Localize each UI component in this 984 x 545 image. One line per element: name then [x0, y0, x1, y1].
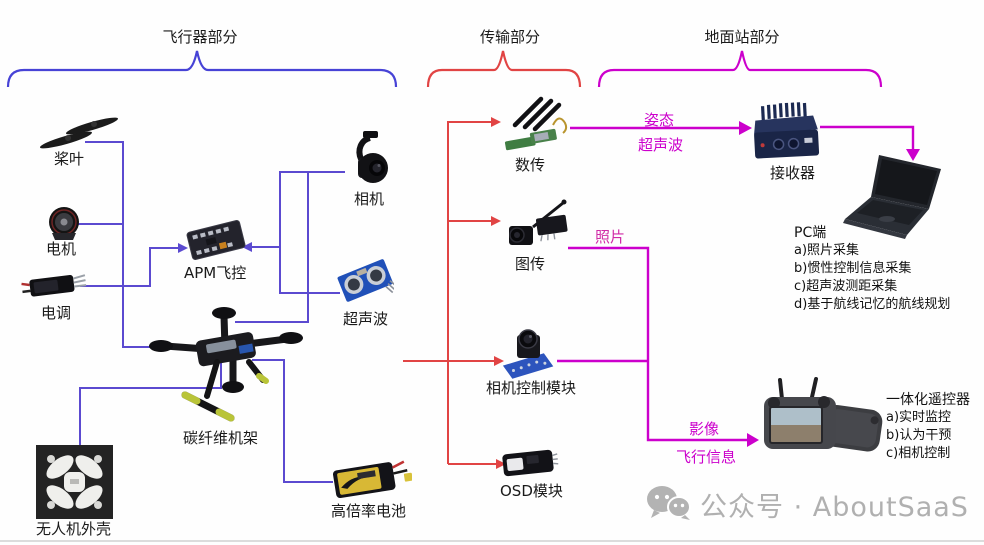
video-transmitter-image [501, 199, 573, 258]
label-telemetry: 数传 [515, 156, 546, 174]
label-camera: 相机 [354, 190, 385, 208]
pc-text-block: PC端 a)照片采集 b)惯性控制信息采集 c)超声波测距采集 d)基于航线记忆… [794, 224, 950, 314]
watermark: 公众号 · AboutSaaS [646, 484, 969, 524]
battery-image [330, 453, 413, 507]
laptop-image [843, 153, 950, 249]
brace-ground-section [597, 50, 883, 88]
telemetry-radio-image [501, 95, 571, 157]
section-title-transmission: 传输部分 [479, 28, 540, 46]
label-motor: 电机 [46, 240, 77, 258]
label-video-tx: 图传 [515, 255, 546, 273]
flow-label-attitude: 姿态 [644, 111, 675, 129]
pc-item-2: b)惯性控制信息采集 [794, 261, 912, 276]
section-title-aircraft: 飞行器部分 [162, 28, 238, 46]
apm-flight-controller-image [182, 214, 250, 270]
label-propeller: 桨叶 [54, 150, 85, 168]
label-cam-ctrl: 相机控制模块 [486, 379, 577, 397]
pc-item-3: c)超声波测距采集 [794, 279, 898, 294]
propeller-image [38, 111, 122, 159]
carbon-frame-image [145, 300, 307, 434]
drone-shell-image [36, 445, 113, 523]
pc-item-1: a)照片采集 [794, 243, 860, 258]
flow-label-video: 影像 [689, 420, 720, 438]
label-esc: 电调 [41, 304, 72, 322]
remote-title: 一体化遥控器 [886, 392, 970, 408]
flow-label-photo: 照片 [595, 228, 626, 246]
label-ultrasonic: 超声波 [343, 310, 389, 328]
red-connectors [403, 121, 496, 465]
label-shell: 无人机外壳 [36, 520, 112, 538]
label-apm: APM飞控 [184, 264, 247, 282]
osd-module-image [497, 444, 559, 486]
receiver-image [748, 101, 824, 169]
motor-image [45, 205, 83, 247]
label-osd: OSD模块 [500, 482, 563, 500]
flow-label-flight-info: 飞行信息 [676, 448, 737, 466]
bottom-divider [0, 540, 984, 542]
purple-connectors [78, 141, 345, 483]
section-title-ground: 地面站部分 [704, 28, 780, 46]
brace-aircraft-section [6, 50, 398, 88]
gimbal-camera-image [346, 130, 394, 194]
remote-controller-image [760, 377, 888, 476]
brace-transmission-section [426, 50, 582, 88]
pc-title: PC端 [794, 225, 827, 241]
ultrasonic-sensor-image [336, 250, 398, 314]
magenta-arrowheads [739, 121, 920, 447]
red-arrowheads [491, 117, 506, 469]
label-battery: 高倍率电池 [331, 502, 407, 520]
magenta-connectors [557, 125, 915, 442]
pc-item-4: d)基于航线记忆的航线规划 [794, 297, 951, 312]
esc-image [20, 270, 88, 306]
wechat-icon [646, 484, 692, 524]
watermark-text: 公众号 · AboutSaaS [700, 491, 969, 523]
label-receiver: 接收器 [770, 164, 816, 182]
label-frame: 碳纤维机架 [183, 429, 259, 447]
flow-label-ultrasonic: 超声波 [638, 136, 684, 154]
purple-arrowheads [178, 242, 252, 253]
remote-item-3: c)相机控制 [886, 446, 951, 461]
remote-text-block: 一体化遥控器 a)实时监控 b)认为干预 c)相机控制 [886, 391, 970, 463]
camera-control-module-image [499, 325, 557, 386]
remote-item-1: a)实时监控 [886, 410, 952, 425]
remote-item-2: b)认为干预 [886, 428, 952, 443]
